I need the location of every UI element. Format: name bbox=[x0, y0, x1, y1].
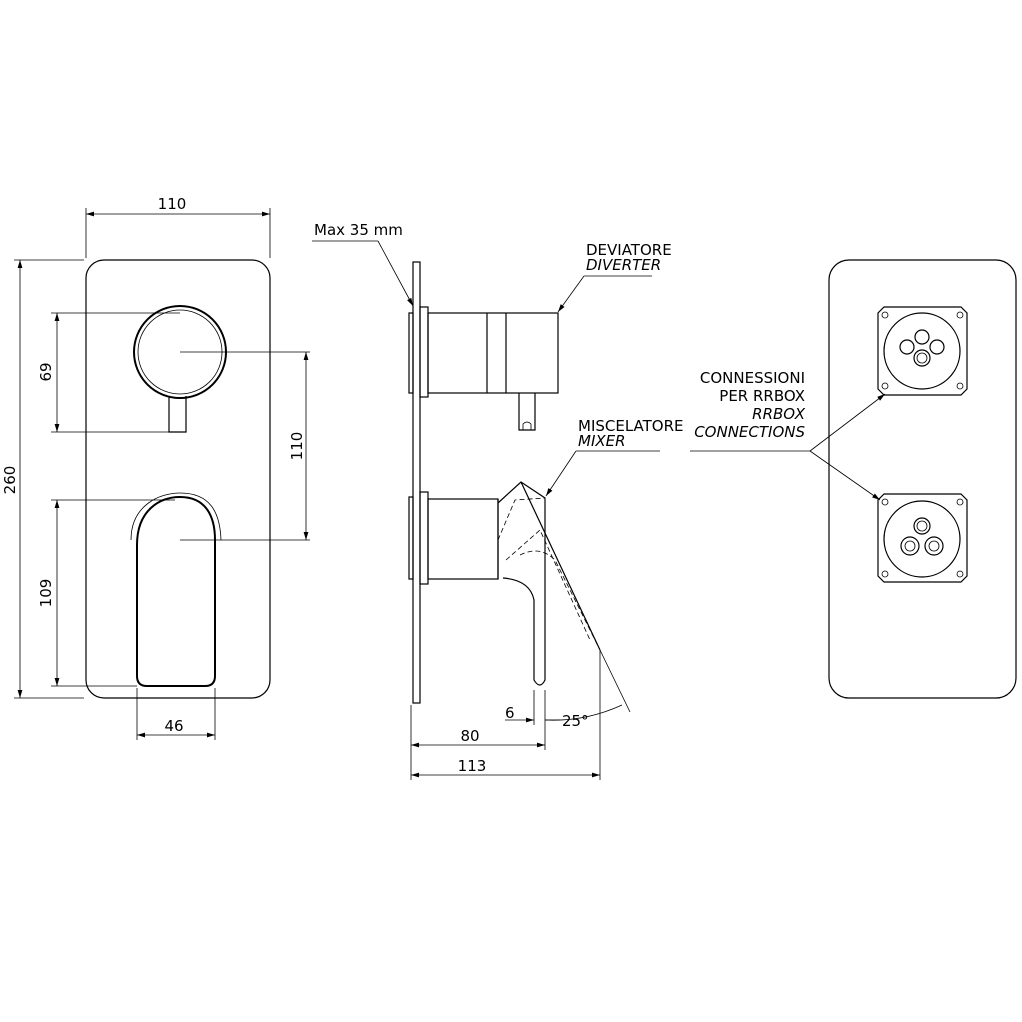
port-inner bbox=[904, 540, 916, 552]
port-inner bbox=[928, 540, 940, 552]
mixer-lever-side bbox=[497, 481, 546, 686]
dim-axis-spacing: 110 bbox=[288, 432, 306, 461]
connection-mounting-plate bbox=[877, 306, 968, 396]
port bbox=[913, 349, 931, 367]
port bbox=[924, 536, 944, 556]
diverter-rear-flange bbox=[408, 312, 414, 394]
mixer-label-it: MISCELATORE bbox=[578, 417, 684, 435]
mixer-lever-swing-hidden-lines bbox=[497, 497, 601, 651]
bolt-hole bbox=[881, 382, 889, 390]
port bbox=[899, 339, 915, 355]
bolt-hole bbox=[956, 498, 964, 506]
diverter-label-it: DEVIATORE bbox=[586, 241, 672, 259]
connections-leader-upper bbox=[809, 393, 886, 452]
bolt-hole bbox=[881, 311, 889, 319]
port bbox=[913, 517, 931, 535]
diverter-body bbox=[427, 312, 559, 394]
mixer-lever bbox=[136, 495, 216, 687]
dim-angle: 25° bbox=[562, 712, 589, 730]
diverter-flange bbox=[419, 306, 429, 398]
mixer-rosette bbox=[130, 492, 222, 541]
port-inner bbox=[916, 352, 928, 364]
connections-label-it-1: CONNESSIONI bbox=[700, 369, 805, 387]
port-inner bbox=[916, 520, 928, 532]
connections-label-en-2: CONNECTIONS bbox=[694, 423, 805, 441]
max-thickness-label: Max 35 mm bbox=[314, 221, 403, 239]
dim-mixer-height: 109 bbox=[37, 579, 55, 608]
dim-depth: 80 bbox=[460, 727, 479, 745]
bolt-hole bbox=[881, 570, 889, 578]
connection-body bbox=[883, 312, 961, 390]
port bbox=[900, 536, 920, 556]
diverter-stem-tip bbox=[522, 421, 532, 430]
front-view: 110 260 69 110 109 46 bbox=[1, 195, 310, 740]
diverter-label-en: DIVERTER bbox=[586, 256, 661, 274]
dim-height: 260 bbox=[1, 466, 19, 495]
connections-label-it-2: PER RRBOX bbox=[719, 387, 805, 405]
mixer-label-en: MIXER bbox=[578, 432, 626, 450]
bolt-hole bbox=[956, 311, 964, 319]
dim-diverter-height: 69 bbox=[37, 362, 55, 381]
bolt-hole bbox=[956, 382, 964, 390]
mixer-rear-flange bbox=[408, 496, 414, 580]
max-thickness-leader bbox=[377, 240, 414, 307]
dim-lever-width: 46 bbox=[164, 717, 183, 735]
dim-depth-max: 113 bbox=[458, 757, 487, 775]
side-plate bbox=[412, 261, 421, 704]
dim-offset: 6 bbox=[505, 704, 515, 722]
rrbox-connection-mixer bbox=[877, 493, 968, 583]
mixer-body bbox=[427, 498, 499, 580]
diverter-stem bbox=[518, 393, 536, 431]
connections-label-en-1: RRBOX bbox=[752, 405, 806, 423]
bolt-hole bbox=[956, 570, 964, 578]
port bbox=[914, 329, 930, 345]
connection-body bbox=[883, 500, 961, 578]
port bbox=[929, 339, 945, 355]
dimension-arc-angle bbox=[544, 704, 623, 721]
mixer-lever-swing-edge bbox=[520, 481, 601, 651]
side-view: Max 35 mm DEVIATORE DIVERTER MISCELATORE… bbox=[312, 221, 684, 780]
front-plate bbox=[85, 259, 271, 699]
diverter-leader bbox=[557, 275, 585, 313]
bolt-hole bbox=[881, 498, 889, 506]
rrbox-connection-diverter bbox=[877, 306, 968, 396]
connection-mounting-plate bbox=[877, 493, 968, 583]
diverter-stem bbox=[168, 396, 187, 433]
rear-plate bbox=[828, 259, 1017, 699]
dim-width: 110 bbox=[158, 195, 187, 213]
rear-view: CONNESSIONI PER RRBOX RRBOX CONNECTIONS bbox=[690, 259, 1017, 699]
connections-leader-lower bbox=[809, 450, 881, 501]
mixer-flange bbox=[419, 491, 429, 585]
angle-extension-line bbox=[599, 649, 631, 713]
mixer-leader bbox=[545, 450, 577, 497]
